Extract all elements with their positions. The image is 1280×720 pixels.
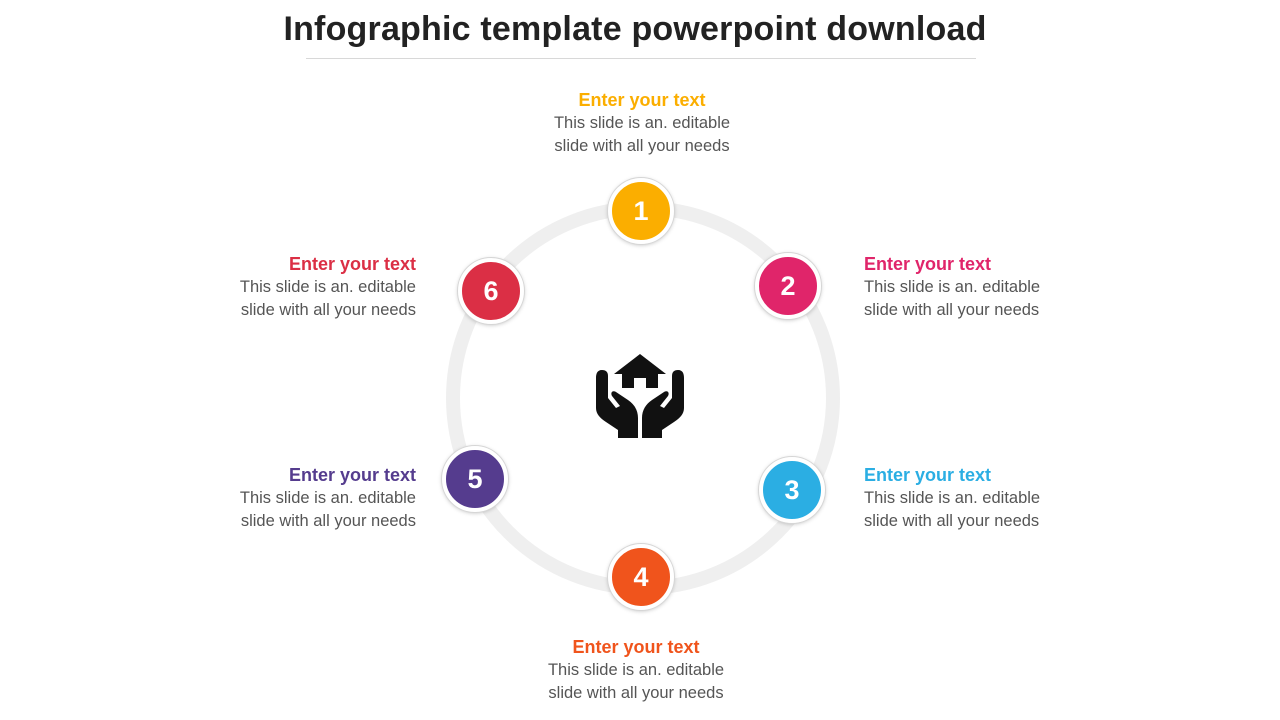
item-description-line-1: This slide is an. editable (864, 278, 1041, 296)
text-block-3: Enter your text This slide is an. editab… (864, 463, 1104, 533)
hands-holding-house-icon (596, 354, 684, 438)
item-description-line-2: slide with all your needs (240, 301, 416, 319)
item-description-line-2: slide with all your needs (240, 512, 416, 530)
item-description-line-2: slide with all your needs (864, 512, 1040, 530)
title-divider (306, 58, 976, 59)
item-heading: Enter your text (288, 254, 416, 274)
step-circle-3: 3 (759, 457, 825, 523)
item-description-line-2: slide with all your needs (864, 301, 1040, 319)
item-description-line-1: This slide is an. editable (547, 661, 725, 679)
item-heading: Enter your text (578, 90, 706, 110)
item-description-line-1: This slide is an. editable (553, 114, 731, 132)
text-block-6: Enter your text This slide is an. editab… (176, 252, 416, 322)
slide-title: Infographic template powerpoint download (283, 10, 987, 48)
text-block-4: Enter your text This slide is an. editab… (516, 635, 756, 705)
item-description-line-2: slide with all your needs (554, 137, 730, 155)
step-circle-6: 6 (458, 258, 524, 324)
item-heading: Enter your text (864, 465, 992, 485)
step-circle-1: 1 (608, 178, 674, 244)
text-block-1: Enter your text This slide is an. editab… (522, 88, 762, 158)
text-block-5: Enter your text This slide is an. editab… (176, 463, 416, 533)
item-description-line-1: This slide is an. editable (864, 489, 1041, 507)
step-circle-2: 2 (755, 253, 821, 319)
text-block-2: Enter your text This slide is an. editab… (864, 252, 1104, 322)
item-heading: Enter your text (864, 254, 992, 274)
item-heading: Enter your text (288, 465, 416, 485)
item-description-line-2: slide with all your needs (548, 684, 724, 702)
item-heading: Enter your text (572, 637, 700, 657)
item-description-line-1: This slide is an. editable (239, 489, 416, 507)
item-description-line-1: This slide is an. editable (239, 278, 416, 296)
step-circle-5: 5 (442, 446, 508, 512)
step-circle-4: 4 (608, 544, 674, 610)
